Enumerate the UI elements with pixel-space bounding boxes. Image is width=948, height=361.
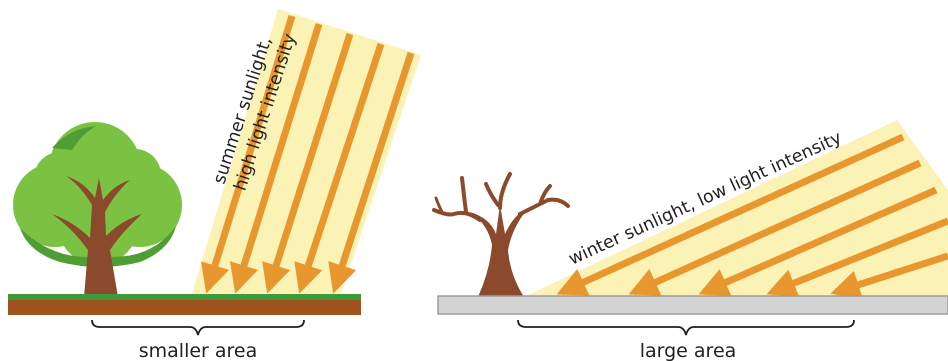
winter-area-label: large area (640, 340, 737, 361)
summer-area-label: smaller area (139, 340, 258, 361)
tree-branch (500, 174, 510, 208)
summer-soil (8, 298, 361, 315)
tree-branch (486, 184, 498, 205)
summer-tree (13, 122, 182, 297)
summer-panel: summer sunlight, high light intensity sm… (8, 9, 421, 361)
winter-tree (434, 174, 568, 297)
summer-grass (8, 294, 361, 300)
summer-area-bracket (92, 320, 304, 335)
tree-branch (520, 200, 568, 214)
tree-branch (462, 178, 466, 212)
winter-panel: winter sunlight, low light intensity lar… (434, 120, 948, 361)
winter-ground (438, 296, 948, 314)
winter-area-bracket (518, 320, 854, 335)
